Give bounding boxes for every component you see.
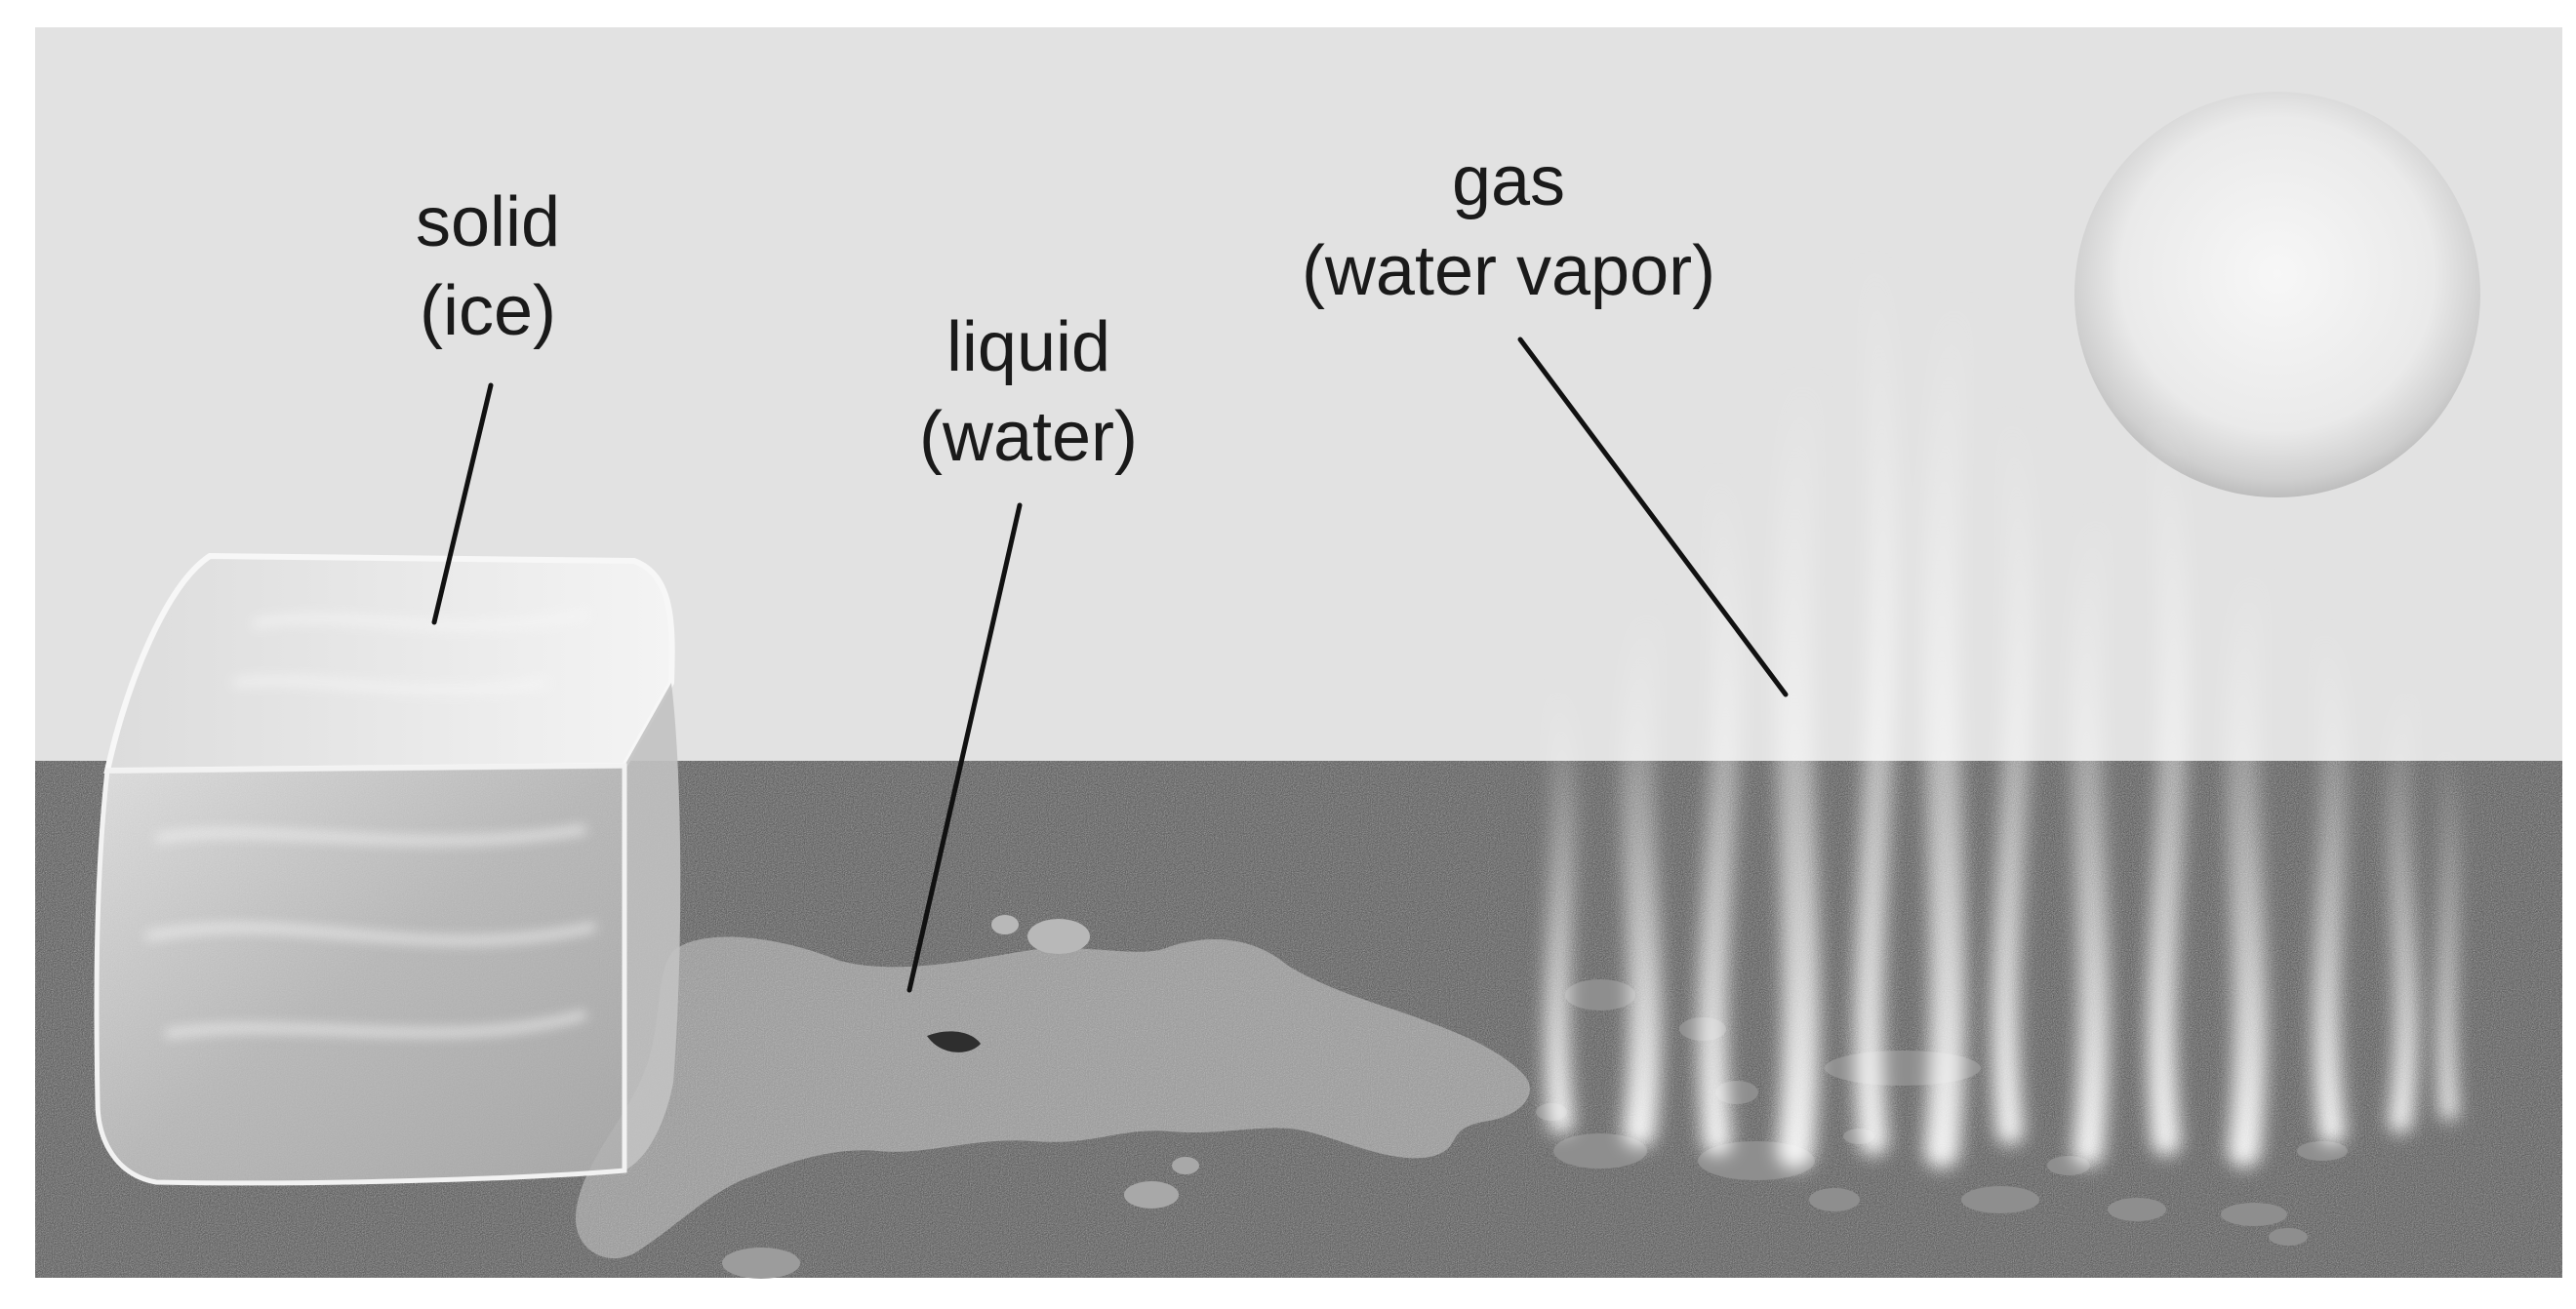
- liquid-leader-line: [906, 502, 1023, 993]
- gas-label-line1: gas: [1452, 142, 1565, 220]
- ice-cube-side: [624, 683, 681, 1170]
- gas-leader-line: [1517, 337, 1789, 697]
- solid-label-line2: (ice): [420, 272, 556, 350]
- ice-cube-top: [103, 552, 675, 774]
- water-puddle: [576, 915, 1530, 1279]
- solid-label: solid (ice): [416, 183, 560, 350]
- sun-icon: [2074, 92, 2480, 497]
- leader-lines: [431, 337, 1789, 993]
- liquid-label-line2: (water): [919, 398, 1138, 476]
- ice-cube-front: [94, 763, 627, 1186]
- solid-leader-line: [431, 382, 494, 625]
- solid-label-line1: solid: [416, 183, 560, 261]
- gas-label-line2: (water vapor): [1302, 232, 1715, 310]
- liquid-label: liquid (water): [919, 308, 1138, 476]
- liquid-label-line1: liquid: [946, 308, 1110, 386]
- ice-cube: [94, 552, 681, 1186]
- water-vapor-steam: [1544, 239, 2459, 1170]
- gas-label: gas (water vapor): [1302, 142, 1715, 310]
